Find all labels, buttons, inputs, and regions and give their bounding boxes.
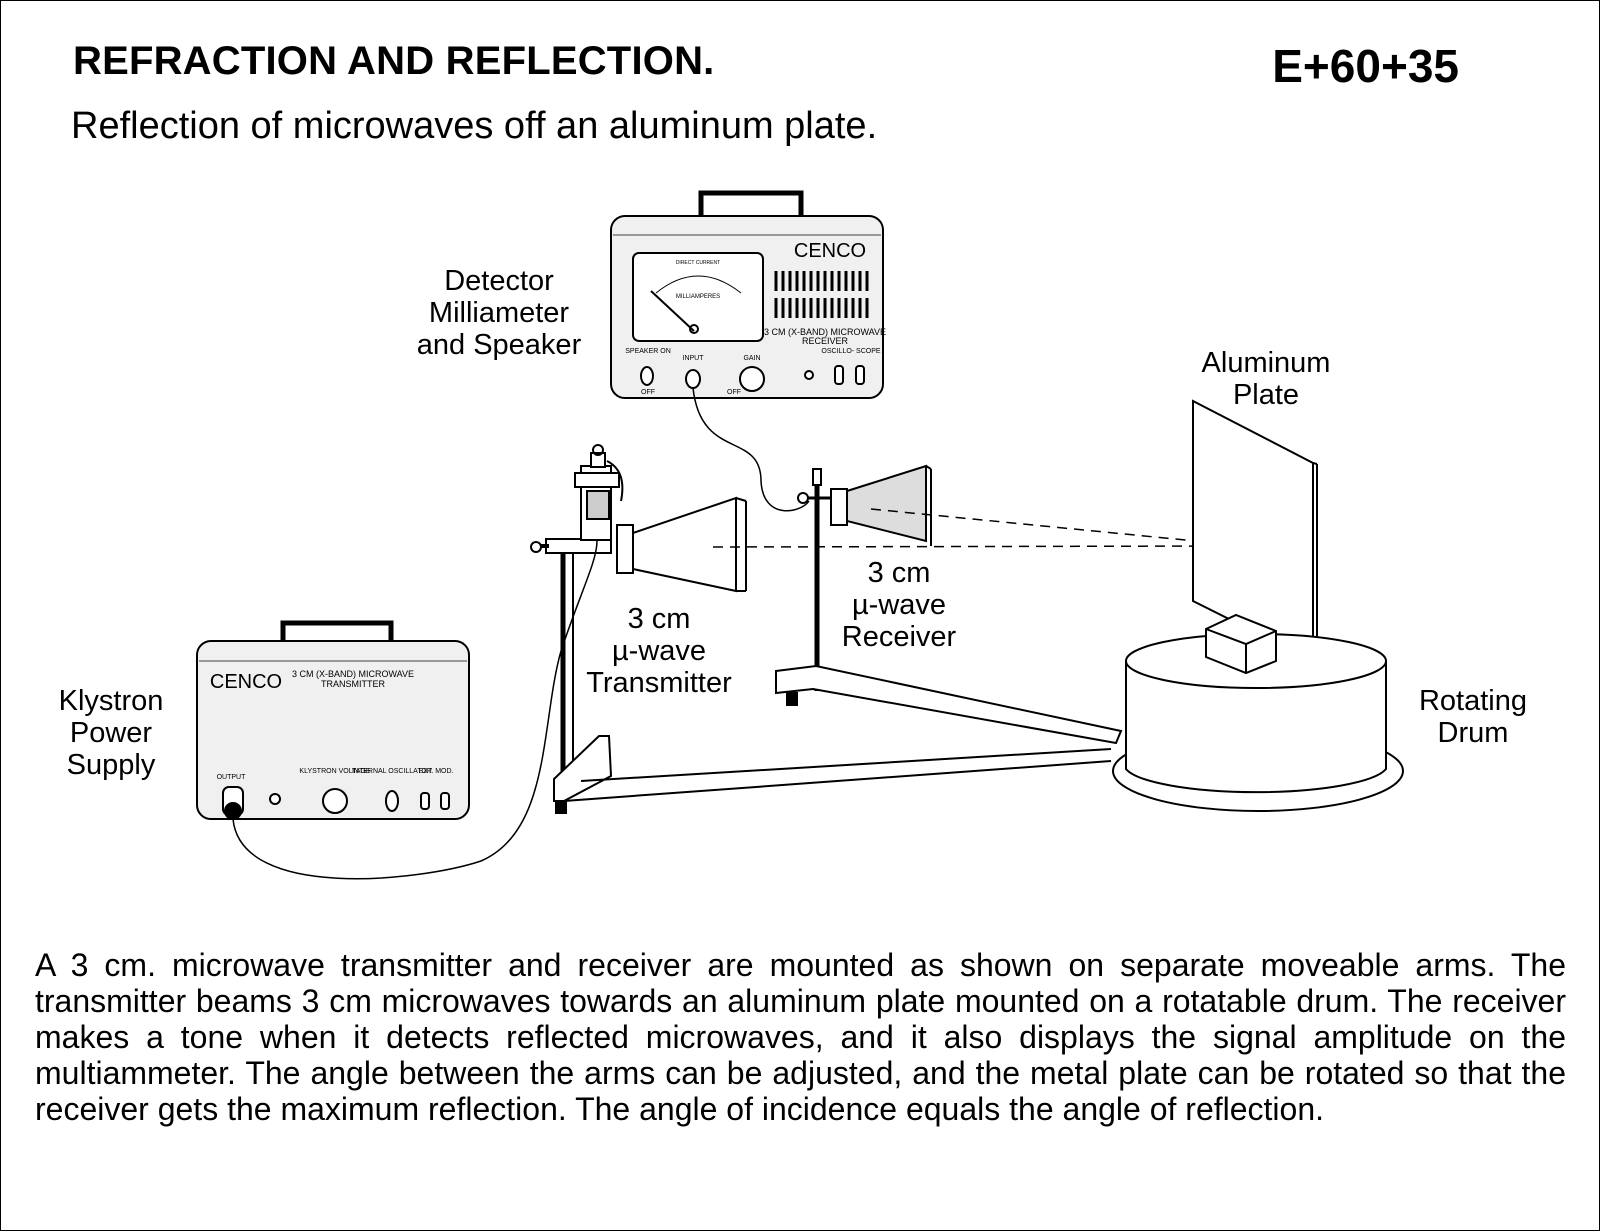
speaker-on-label: SPEAKER ON — [625, 348, 671, 355]
description-paragraph: A 3 cm. microwave transmitter and receiv… — [35, 947, 1566, 1127]
transmitter-stand — [530, 538, 1112, 814]
reflected-beam — [870, 508, 1247, 547]
klystron-voltage-knob — [322, 788, 348, 814]
rotating-drum — [1112, 613, 1404, 812]
receiver-unit — [610, 190, 884, 399]
incident-beam — [712, 545, 1247, 548]
detector-label: Detector Milliameter and Speaker — [416, 265, 582, 361]
klystron-power-supply — [196, 620, 470, 820]
power-cable — [232, 540, 598, 880]
aluminum-plate-label: Aluminum Plate — [1201, 347, 1331, 411]
scope-label: OSCILLO- SCOPE — [821, 348, 880, 355]
receiver-stand — [775, 468, 1123, 745]
drum-label: Rotating Drum — [1418, 685, 1527, 749]
transmitter-label: 3 cm µ-wave Transmitter — [586, 603, 732, 699]
page-subtitle: Reflection of microwaves off an aluminum… — [71, 105, 878, 147]
transmitter-brand: CENCO — [210, 671, 282, 693]
milliameter-gauge — [632, 252, 764, 342]
gain-off-label: OFF — [727, 389, 741, 396]
speaker-grille — [774, 271, 869, 318]
meter-unit-label: MILLIAMPERES — [676, 294, 720, 300]
page-title: REFRACTION AND REFLECTION. — [73, 39, 715, 83]
receiver-label: 3 cm µ-wave Receiver — [841, 557, 957, 653]
meter-top-label: DIRECT CURRENT — [676, 260, 720, 266]
ext-mod-label: EXT. MOD. — [418, 768, 453, 775]
klystron-label: Klystron Power Supply — [58, 685, 164, 781]
gain-knob — [739, 366, 765, 392]
transmitter-horn — [616, 496, 747, 593]
experiment-code: E+60+35 — [1272, 40, 1459, 92]
receiver-model-1: 3 CM (X-BAND) MICROWAVE — [764, 327, 886, 337]
gain-label: GAIN — [743, 355, 760, 362]
receiver-cable — [692, 387, 810, 512]
input-label: INPUT — [683, 355, 705, 362]
transmitter-model-2: TRANSMITTER — [321, 679, 385, 689]
klystron-voltage-label: KLYSTRON VOLTAGE — [299, 768, 371, 775]
output-label: OUTPUT — [217, 774, 247, 781]
speaker-off-label: OFF — [641, 389, 655, 396]
receiver-model-2: RECEIVER — [802, 336, 849, 346]
indicator-lamp — [804, 370, 814, 380]
receiver-brand: CENCO — [794, 240, 866, 262]
receiver-horn — [830, 464, 932, 546]
internal-oscillator-label: INTERNAL OSCILLATOR — [352, 768, 432, 775]
klystron-tube — [574, 444, 624, 541]
input-jack — [685, 369, 701, 389]
transmitter-model-1: 3 CM (X-BAND) MICROWAVE — [292, 669, 414, 679]
speaker-switch — [640, 366, 654, 386]
